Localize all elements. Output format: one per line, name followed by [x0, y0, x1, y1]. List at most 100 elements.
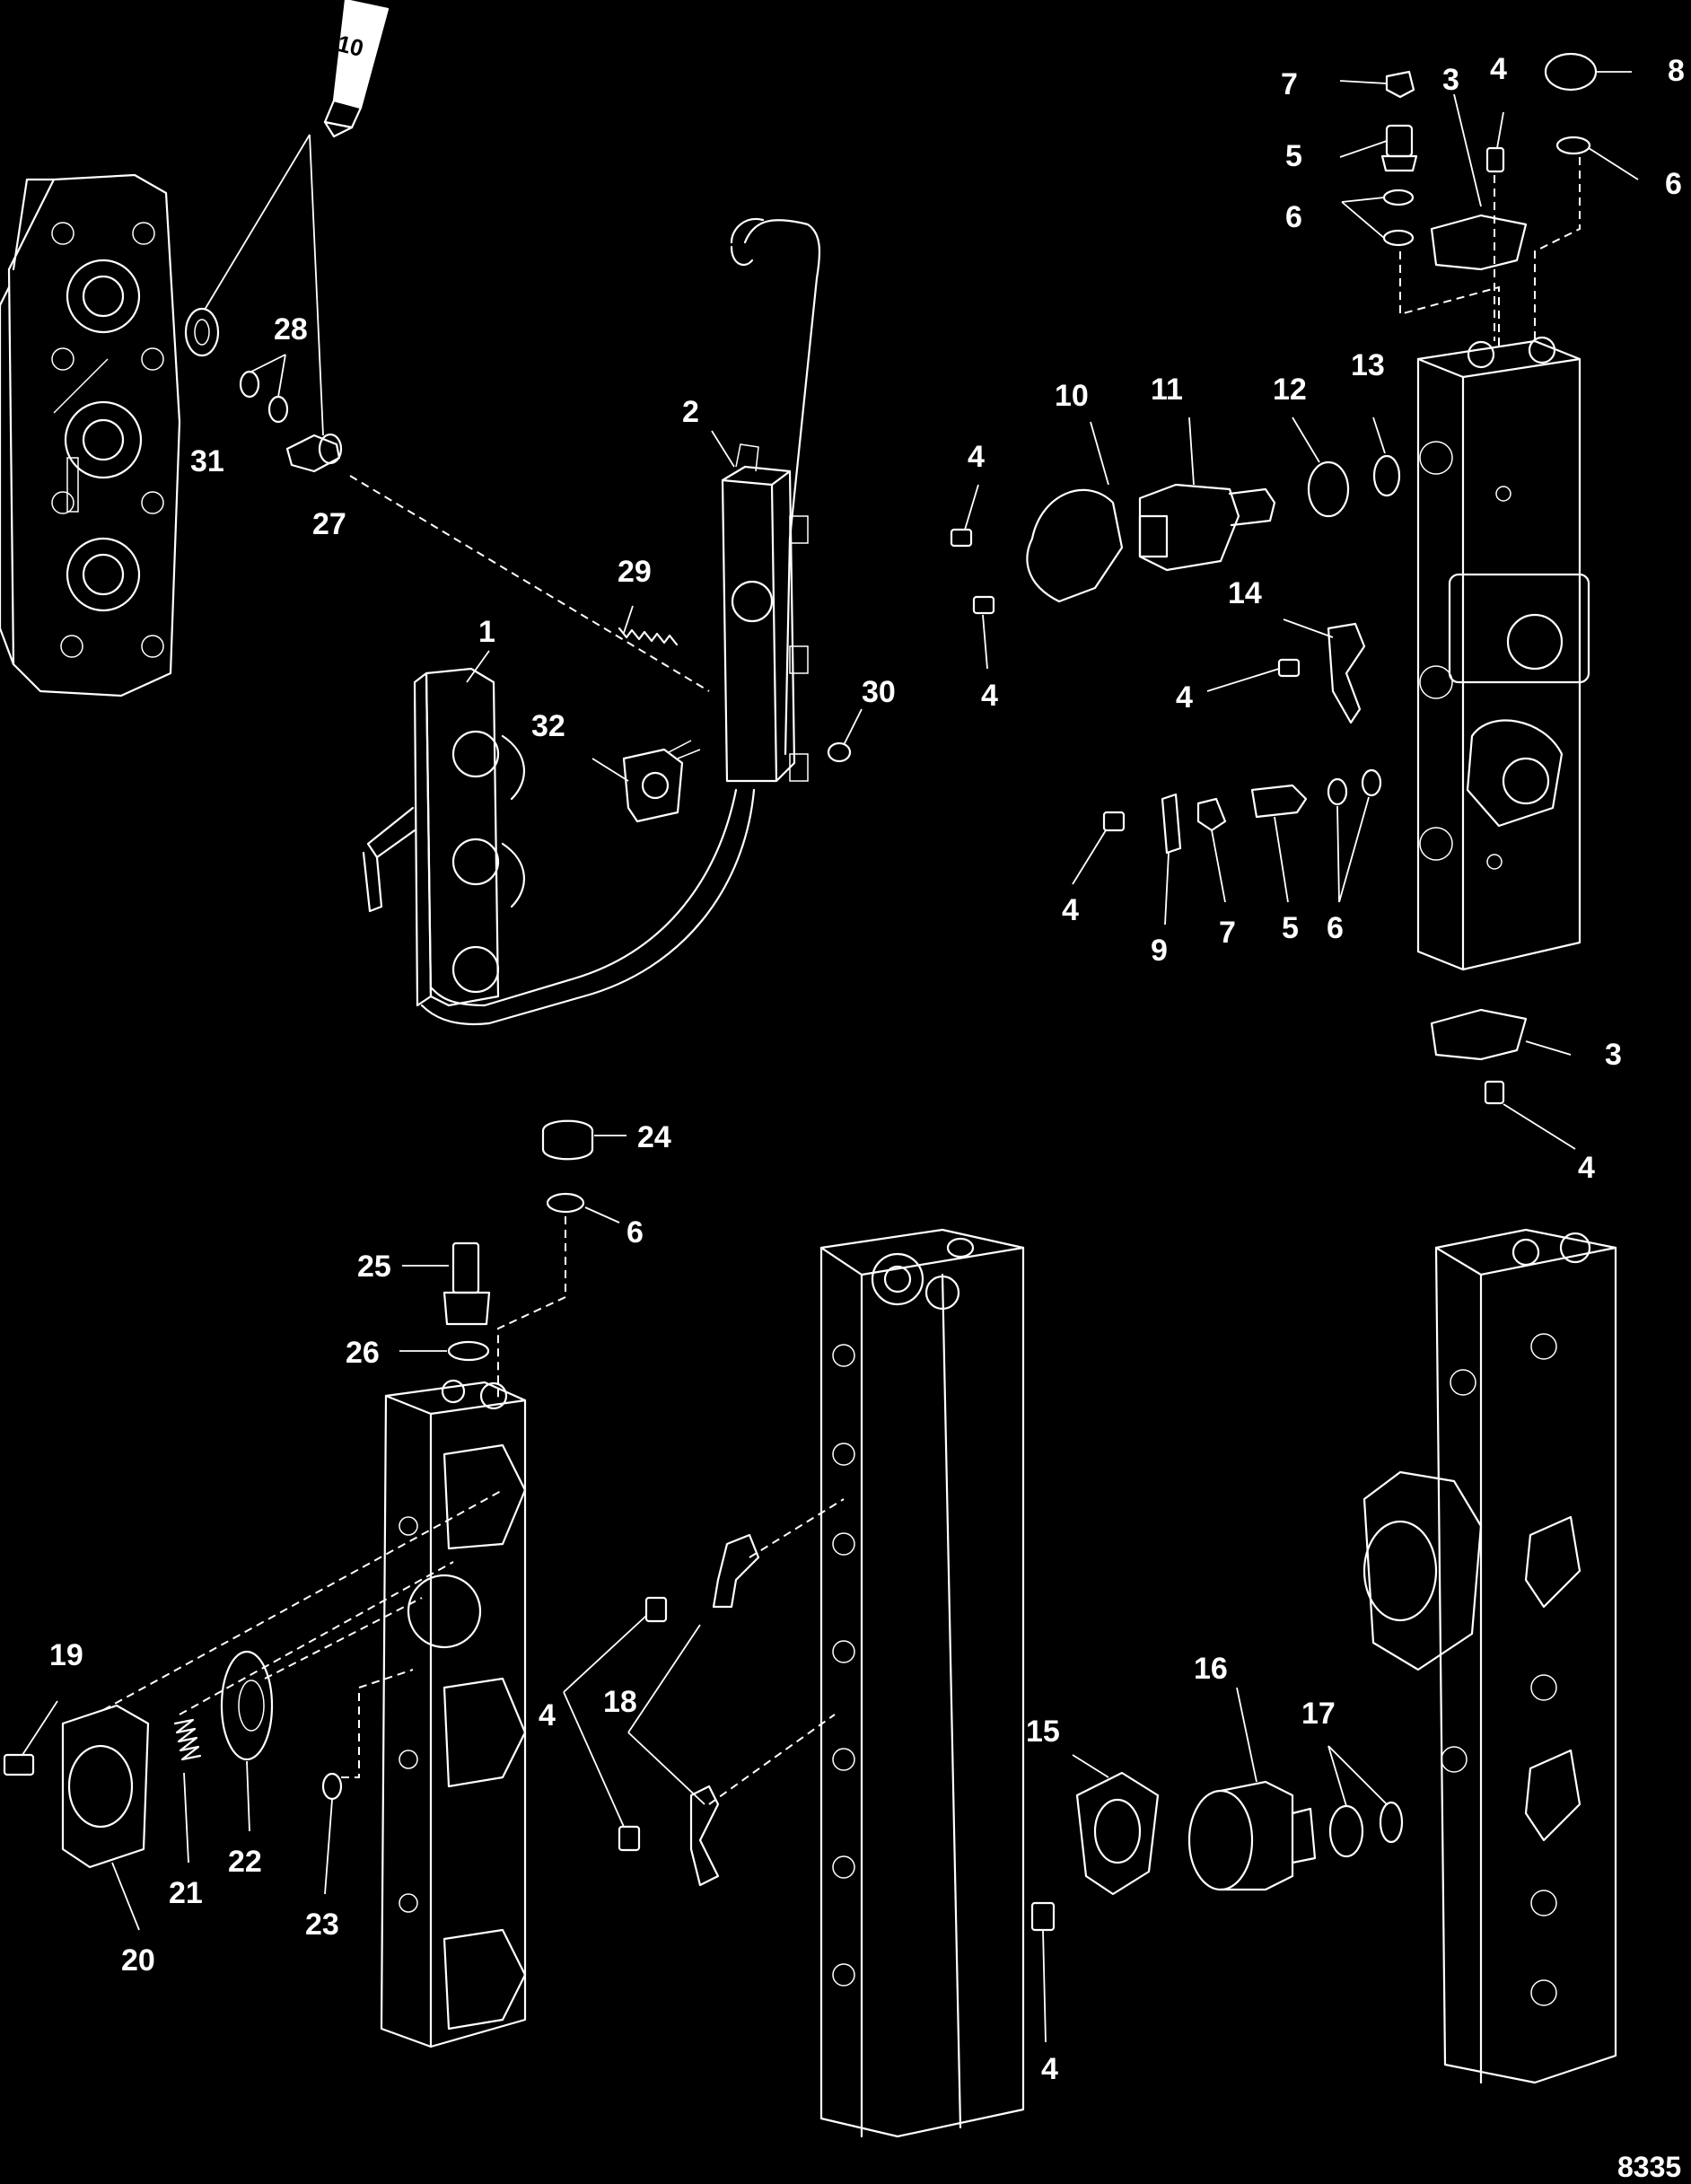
clip-32: [622, 740, 701, 823]
fitting-27: [285, 433, 343, 473]
washer-31: [184, 307, 220, 357]
bracket-3-bottom: [1430, 1008, 1528, 1061]
callout-4-c: 4: [981, 679, 998, 713]
callout-22: 22: [228, 1845, 262, 1879]
screw-4-c: [1277, 658, 1301, 678]
screw-4-h: [1030, 1901, 1056, 1932]
screw-4-d: [1102, 811, 1126, 832]
cover-20: [61, 1704, 150, 1869]
callout-5-mid: 5: [1282, 911, 1299, 945]
o-ring-6-top-b: [1382, 229, 1415, 247]
bracket-3-top: [1430, 214, 1528, 271]
callout-6-a: 6: [1285, 200, 1302, 234]
spring-29: [618, 627, 679, 646]
callout-23: 23: [305, 1908, 339, 1942]
cap-24: [541, 1119, 594, 1161]
callout-9: 9: [1151, 934, 1168, 968]
callout-8: 8: [1668, 54, 1685, 88]
callout-10: 10: [1055, 379, 1089, 413]
callout-14: 14: [1228, 576, 1262, 610]
o-ring-6-right: [1555, 136, 1591, 155]
fitting-5-top: [1380, 124, 1418, 172]
screw-4-f: [644, 1596, 668, 1623]
leader-lines: [22, 71, 1639, 2043]
screw-4-e: [1484, 1080, 1505, 1105]
screw-4-b: [972, 595, 995, 615]
figure-number: 8335: [1617, 2151, 1681, 2183]
callout-20: 20: [121, 1943, 155, 1978]
o-ring-12: [1307, 460, 1350, 518]
cap-30: [827, 741, 852, 763]
callout-17: 17: [1301, 1697, 1336, 1731]
callout-26: 26: [346, 1336, 380, 1370]
callout-4-d: 4: [1176, 680, 1193, 715]
plug-7-top: [1385, 70, 1415, 99]
callout-4-f: 4: [1578, 1151, 1595, 1185]
callout-4-e: 4: [1062, 893, 1079, 927]
o-ring-26: [447, 1340, 490, 1362]
screw-19: [3, 1753, 35, 1776]
fuel-rail-lower-center: [819, 1228, 1025, 2138]
callout-30: 30: [862, 675, 896, 709]
callout-29: 29: [618, 555, 652, 589]
callout-21: 21: [169, 1876, 203, 1910]
callout-4-g: 4: [539, 1698, 556, 1732]
callout-4-b: 4: [968, 440, 985, 474]
callout-4-a: 4: [1490, 52, 1507, 86]
callout-3-top: 3: [1442, 63, 1459, 97]
sealant-tube: 110: [323, 0, 390, 138]
fuel-rail-lower-left: [380, 1379, 527, 2048]
callout-18: 18: [603, 1685, 637, 1719]
o-ring-13: [1372, 454, 1401, 497]
bracket-18b: [689, 1785, 720, 1887]
o-ring-6-lower: [546, 1192, 585, 1214]
callout-15: 15: [1026, 1715, 1060, 1749]
fitting-5-mid: [1250, 784, 1308, 819]
callout-6-b: 6: [1665, 167, 1682, 201]
cylinder-cover-plate: [0, 173, 181, 697]
bracket-14: [1327, 622, 1366, 724]
callout-6-d: 6: [626, 1215, 644, 1250]
callout-12: 12: [1273, 373, 1307, 407]
callout-2: 2: [682, 395, 699, 429]
callout-31: 31: [190, 444, 224, 478]
fuel-rail-assembly: [362, 217, 821, 1026]
fitting-25: [442, 1241, 491, 1326]
o-ring-17a: [1328, 1804, 1364, 1858]
callout-25: 25: [357, 1250, 391, 1284]
callout-13: 13: [1351, 348, 1385, 382]
o-ring-17b: [1379, 1801, 1404, 1844]
callout-27: 27: [312, 507, 346, 541]
o-ring-6-top-a: [1382, 189, 1415, 206]
fuel-rail-upper-right: [1416, 336, 1590, 971]
callout-16: 16: [1194, 1652, 1228, 1686]
callout-1: 1: [478, 615, 495, 649]
screw-4-top: [1485, 146, 1505, 173]
o-ring-28b: [267, 395, 289, 424]
screw-4-g: [618, 1825, 641, 1852]
callout-7-mid: 7: [1219, 916, 1236, 950]
callout-19: 19: [49, 1638, 83, 1672]
o-ring-6-mid-a: [1327, 777, 1348, 806]
retainer-10: [1026, 488, 1124, 603]
bracket-18a: [712, 1533, 760, 1609]
screw-4-a: [950, 528, 973, 548]
regulator-16: [1187, 1780, 1317, 1891]
callout-32: 32: [531, 709, 565, 743]
callout-4-h: 4: [1041, 2052, 1058, 2086]
plug-7-mid: [1196, 797, 1227, 832]
injector-11: [1138, 483, 1276, 572]
gasket-15: [1075, 1771, 1160, 1896]
cap-8: [1544, 52, 1598, 92]
diaphragm-22: [220, 1650, 274, 1761]
callout-5-top: 5: [1285, 139, 1302, 173]
callout-7-top: 7: [1281, 67, 1298, 101]
fuel-rail-lower-right: [1362, 1228, 1617, 2084]
callout-24: 24: [637, 1120, 671, 1154]
callout-28: 28: [274, 312, 308, 346]
o-ring-23: [321, 1772, 343, 1801]
callout-labels: 1 2 3 3 4 4 4 4 4 4 4 4 5 5 6 6 6 6 7 7 …: [49, 52, 1685, 2086]
callout-11: 11: [1151, 373, 1183, 407]
o-ring-6-mid-b: [1361, 768, 1382, 797]
